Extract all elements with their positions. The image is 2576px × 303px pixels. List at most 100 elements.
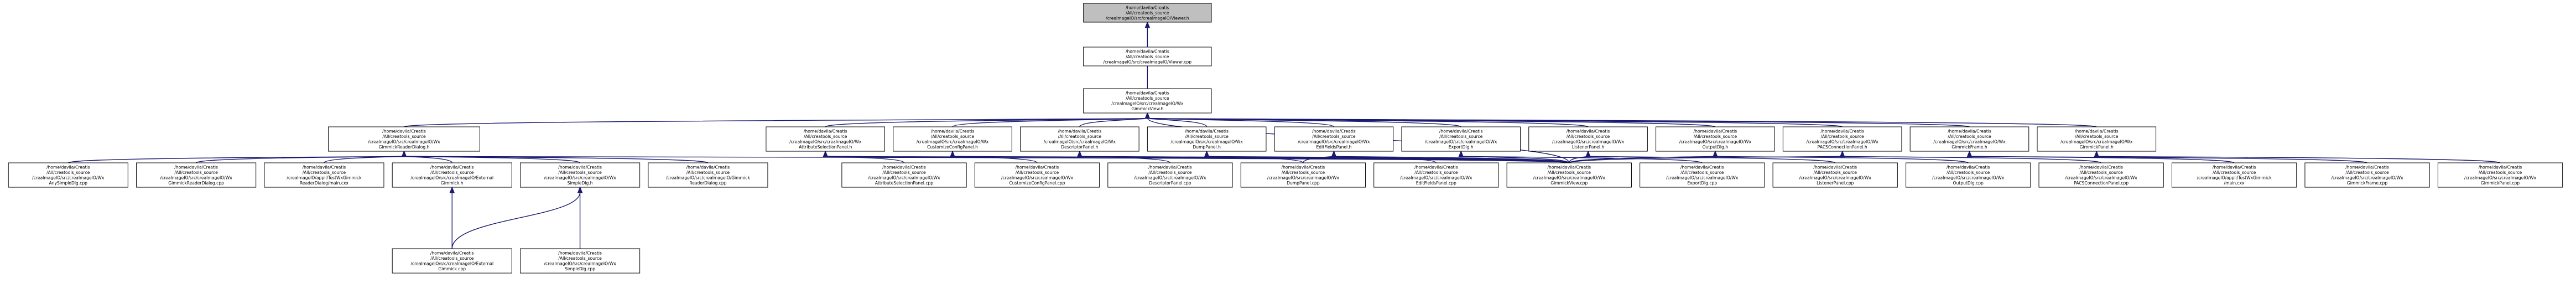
node-label-line: /All/creatools_source xyxy=(1948,134,1991,139)
node-label-line: GimmickFrame.cpp xyxy=(2347,181,2388,186)
node-label-line: /creaImageIO/src/creaImageIO/External xyxy=(410,261,493,266)
node-label-line: /home/davila/Creatis xyxy=(2075,129,2119,134)
node-label-line: /home/davila/Creatis xyxy=(1312,129,1356,134)
node-label-line: /creaImageIO/src/creaImageIO/Wx xyxy=(1111,101,1184,106)
node-gview_cpp[interactable]: /home/davila/Creatis/All/creatools_sourc… xyxy=(1506,162,1632,188)
node-ext_cpp[interactable]: /home/davila/Creatis/All/creatools_sourc… xyxy=(392,248,512,274)
node-box xyxy=(392,248,512,274)
node-label-line: DescriptorPanel.cpp xyxy=(1149,181,1191,186)
node-label-line: /All/creatools_source xyxy=(1185,134,1229,139)
node-simple_cpp[interactable]: /home/davila/Creatis/All/creatools_sourc… xyxy=(520,248,641,274)
edge-gview_cpp-to-output_h xyxy=(1569,156,1716,163)
node-main2_cxx[interactable]: /home/davila/Creatis/All/creatools_sourc… xyxy=(2171,162,2297,188)
edge-frame_cpp-to-frame_h xyxy=(1969,156,2368,163)
node-gimmick_view_h[interactable]: /home/davila/Creatis/All/creatools_sourc… xyxy=(1083,88,1212,114)
node-main_cxx[interactable]: /home/davila/Creatis/All/creatools_sourc… xyxy=(264,162,384,188)
node-reader_dialog_cpp[interactable]: /home/davila/Creatis/All/creatools_sourc… xyxy=(136,162,257,188)
node-box xyxy=(328,126,480,152)
node-reader_dialog_cpp2[interactable]: /home/davila/Creatis/All/creatools_sourc… xyxy=(648,162,768,188)
node-box xyxy=(2037,126,2157,152)
node-label-line: /home/davila/Creatis xyxy=(1948,129,1991,134)
node-output_cpp[interactable]: /home/davila/Creatis/All/creatools_sourc… xyxy=(1906,162,2031,188)
node-label-line: GimmickPanel.h xyxy=(2080,145,2114,150)
arrowhead-icon xyxy=(1713,150,1718,157)
node-label-line: /home/davila/Creatis xyxy=(1813,165,1857,170)
edge-gview_cpp-to-export_h xyxy=(1460,156,1570,163)
node-label-line: /All/creatools_source xyxy=(1126,54,1169,59)
edge-attr_sel_cpp-to-attr_sel_h xyxy=(825,156,905,163)
node-label-line: /All/creatools_source xyxy=(2075,134,2119,139)
node-edit_h[interactable]: /home/davila/Creatis/All/creatools_sourc… xyxy=(1274,126,1394,152)
node-export_cpp[interactable]: /home/davila/Creatis/All/creatools_sourc… xyxy=(1640,162,1765,188)
node-attr_sel_cpp[interactable]: /home/davila/Creatis/All/creatools_sourc… xyxy=(841,162,967,188)
node-frame_h[interactable]: /home/davila/Creatis/All/creatools_sourc… xyxy=(1909,126,2029,152)
node-label-line: /All/creatools_source xyxy=(558,170,602,175)
node-label-line: /home/davila/Creatis xyxy=(1947,165,1990,170)
node-pacs_cpp[interactable]: /home/davila/Creatis/All/creatools_sourc… xyxy=(2038,162,2164,188)
node-export_h[interactable]: /home/davila/Creatis/All/creatools_sourc… xyxy=(1401,126,1521,152)
node-label-line: /creaImageIO/src/creaImageIO/Gimmick xyxy=(666,176,750,181)
node-box xyxy=(1373,162,1499,188)
node-output_h[interactable]: /home/davila/Creatis/All/creatools_sourc… xyxy=(1656,126,1775,152)
node-pacs_h[interactable]: /home/davila/Creatis/All/creatools_sourc… xyxy=(1782,126,1902,152)
edge-cust_cfg_cpp-to-cust_cfg_h xyxy=(952,156,1038,163)
node-label-line: /All/creatools_source xyxy=(1126,96,1169,101)
node-label-line: /home/davila/Creatis xyxy=(2479,165,2522,170)
node-frame_cpp[interactable]: /home/davila/Creatis/All/creatools_sourc… xyxy=(2304,162,2430,188)
node-label-line: /creaImageIO/src/creaImageIO/Wx xyxy=(2331,176,2403,181)
node-descr_h[interactable]: /home/davila/Creatis/All/creatools_sourc… xyxy=(1020,126,1139,152)
node-gpanel_cpp[interactable]: /home/davila/Creatis/All/creatools_sourc… xyxy=(2437,162,2563,188)
node-listener_h[interactable]: /home/davila/Creatis/All/creatools_sourc… xyxy=(1528,126,1648,152)
node-label-line: /All/creatools_source xyxy=(2345,170,2389,175)
node-box xyxy=(2171,162,2297,188)
node-label-line: /creaImageIO/src/creaImageIO/Wx xyxy=(1679,140,1752,145)
node-label-line: /home/davila/Creatis xyxy=(686,165,730,170)
edge-gpanel_h-to-gimmick_view_h xyxy=(1147,117,2097,127)
node-any_cpp[interactable]: /home/davila/Creatis/All/creatools_sourc… xyxy=(8,162,128,188)
node-label-line: /main.cxx xyxy=(2224,181,2245,186)
node-label-line: /creaImageIO/src/creaImageIO/Wx xyxy=(1267,176,1340,181)
node-label-line: /home/davila/Creatis xyxy=(2345,165,2389,170)
node-root[interactable]: /home/davila/Creatis/All/creatools_sourc… xyxy=(1083,3,1212,23)
node-box xyxy=(1906,162,2031,188)
node-simple_h[interactable]: /home/davila/Creatis/All/creatools_sourc… xyxy=(520,162,641,188)
node-label-line: /creaImageIO/src/creaImageIO/Wx xyxy=(368,140,440,145)
node-viewer_cpp[interactable]: /home/davila/Creatis/All/creatools_sourc… xyxy=(1083,47,1212,66)
arrowhead-icon xyxy=(1204,150,1210,157)
node-label-line: /home/davila/Creatis xyxy=(1126,49,1169,54)
node-label-line: GimmickReaderDialog.h xyxy=(379,145,430,150)
node-label-line: /creaImageIO/src/creaImageIO/Wx xyxy=(1666,176,1739,181)
node-label-line: ReaderDialog/main.cxx xyxy=(300,181,349,186)
node-reader_dialog_h[interactable]: /home/davila/Creatis/All/creatools_sourc… xyxy=(328,126,480,152)
node-cust_cfg_h[interactable]: /home/davila/Creatis/All/creatools_sourc… xyxy=(893,126,1012,152)
node-label-line: /All/creatools_source xyxy=(2079,170,2123,175)
node-edit_cpp[interactable]: /home/davila/Creatis/All/creatools_sourc… xyxy=(1373,162,1499,188)
node-label-line: /All/creatools_source xyxy=(174,170,218,175)
node-attr_sel_h[interactable]: /home/davila/Creatis/All/creatools_sourc… xyxy=(766,126,886,152)
node-label-line: /home/davila/Creatis xyxy=(2079,165,2123,170)
node-label-line: /creaImageIO/src/creaImageIO/Wx xyxy=(1001,176,1074,181)
node-label-line: /creaImageIO/src/creaImageIO/Wx xyxy=(917,140,989,145)
node-label-line: Gimmick.cpp xyxy=(438,266,466,271)
edge-descr_cpp-to-descr_h xyxy=(1079,156,1171,163)
node-box xyxy=(392,162,512,188)
node-ext_h[interactable]: /home/davila/Creatis/All/creatools_sourc… xyxy=(392,162,512,188)
node-label-line: /creaImageIO/src/creaImageIO/Wx xyxy=(1807,140,1879,145)
node-label-line: /home/davila/Creatis xyxy=(174,165,218,170)
node-gpanel_h[interactable]: /home/davila/Creatis/All/creatools_sourc… xyxy=(2037,126,2157,152)
node-label-line: /creaImageIO/src/creaImageIO/Wx xyxy=(2060,140,2133,145)
node-dump_cpp[interactable]: /home/davila/Creatis/All/creatools_sourc… xyxy=(1240,162,1366,188)
node-label-line: /All/creatools_source xyxy=(2479,170,2522,175)
node-label-line: /home/davila/Creatis xyxy=(558,251,602,256)
node-box xyxy=(1240,162,1366,188)
node-listener_cpp[interactable]: /home/davila/Creatis/All/creatools_sourc… xyxy=(1772,162,1898,188)
node-label-line: ListenerPanel.cpp xyxy=(1817,181,1854,186)
node-dump_h[interactable]: /home/davila/Creatis/All/creatools_sourc… xyxy=(1147,126,1267,152)
node-label-line: /creaImageIO/src/creaImageIO/Wx xyxy=(1799,176,1872,181)
node-label-line: /home/davila/Creatis xyxy=(1148,165,1192,170)
node-cust_cfg_cpp[interactable]: /home/davila/Creatis/All/creatools_sourc… xyxy=(974,162,1100,188)
edge-ext_cpp-to-simple_h xyxy=(451,192,581,249)
node-descr_cpp[interactable]: /home/davila/Creatis/All/creatools_sourc… xyxy=(1107,162,1233,188)
node-label-line: ExportDlg.h xyxy=(1449,145,1474,150)
node-label-line: EditFieldsPanel.h xyxy=(1316,145,1351,150)
